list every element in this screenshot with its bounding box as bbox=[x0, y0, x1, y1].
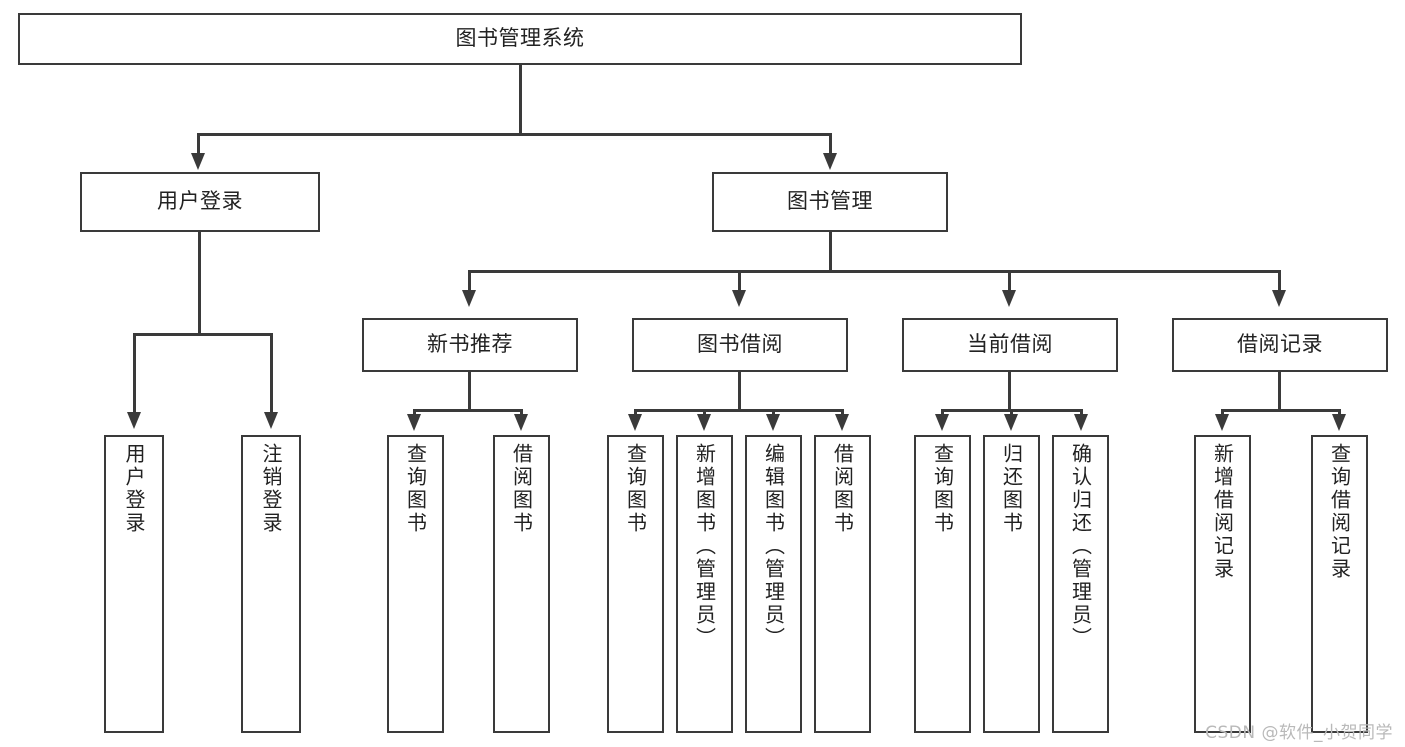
node-user-login[interactable]: 用户登录 bbox=[80, 172, 320, 232]
arrowhead-leaf-edit-book bbox=[766, 414, 780, 431]
node-current-borrow[interactable]: 当前借阅 bbox=[902, 318, 1118, 372]
connector-drop-leaf-logout-login bbox=[270, 333, 273, 415]
node-label: 新书推荐 bbox=[427, 332, 513, 357]
arrowhead-leaf-query-book-2 bbox=[628, 414, 642, 431]
leaf-query-book-1[interactable]: 查询图书 bbox=[387, 435, 444, 733]
arrowhead-leaf-add-record bbox=[1215, 414, 1229, 431]
leaf-confirm-return[interactable]: 确认归还（管理员） bbox=[1052, 435, 1109, 733]
connector-drop-new-book-recommend bbox=[468, 270, 471, 294]
node-label: 图书借阅 bbox=[697, 332, 783, 357]
node-label: 新增图书（管理员） bbox=[692, 443, 717, 650]
arrowhead-current-borrow bbox=[1002, 290, 1016, 307]
connector-root-stem bbox=[519, 65, 522, 135]
node-label: 图书管理系统 bbox=[455, 26, 585, 51]
connector-user-login-stem bbox=[198, 232, 201, 335]
leaf-borrow-book-2[interactable]: 借阅图书 bbox=[814, 435, 871, 733]
arrowhead-leaf-user-login bbox=[127, 412, 141, 429]
leaf-logout-login[interactable]: 注销登录 bbox=[241, 435, 301, 733]
node-book-borrow[interactable]: 图书借阅 bbox=[632, 318, 848, 372]
connector-borrow-record-bus bbox=[1221, 409, 1341, 412]
arrowhead-leaf-logout-login bbox=[264, 412, 278, 429]
connector-drop-leaf-borrow-book-1 bbox=[520, 409, 523, 417]
arrowhead-user-login bbox=[191, 153, 205, 170]
node-book-manage[interactable]: 图书管理 bbox=[712, 172, 948, 232]
connector-drop-leaf-user-login bbox=[133, 333, 136, 415]
node-label: 注销登录 bbox=[259, 443, 283, 535]
connector-level3-bus bbox=[468, 270, 1280, 273]
connector-new-book-recommend-bus bbox=[413, 409, 523, 412]
node-label: 借阅图书 bbox=[830, 443, 855, 535]
connector-drop-leaf-return-book bbox=[1010, 409, 1013, 417]
connector-drop-leaf-add-book bbox=[703, 409, 706, 417]
node-root-system[interactable]: 图书管理系统 bbox=[18, 13, 1022, 65]
node-label: 查询图书 bbox=[930, 443, 955, 535]
node-label: 查询借阅记录 bbox=[1327, 443, 1352, 581]
connector-drop-leaf-borrow-book-2 bbox=[841, 409, 844, 417]
connector-book-borrow-bus bbox=[634, 409, 844, 412]
node-new-book-recommend[interactable]: 新书推荐 bbox=[362, 318, 578, 372]
node-label: 用户登录 bbox=[157, 189, 243, 214]
node-label: 图书管理 bbox=[787, 189, 873, 214]
connector-borrow-record-stem bbox=[1278, 372, 1281, 412]
arrowhead-leaf-borrow-book-2 bbox=[835, 414, 849, 431]
connector-drop-borrow-record bbox=[1278, 270, 1281, 294]
connector-drop-book-borrow bbox=[738, 270, 741, 294]
leaf-query-record[interactable]: 查询借阅记录 bbox=[1311, 435, 1368, 733]
connector-level2-bus bbox=[197, 133, 832, 136]
arrowhead-leaf-confirm-return bbox=[1074, 414, 1088, 431]
leaf-user-login[interactable]: 用户登录 bbox=[104, 435, 164, 733]
connector-book-borrow-stem bbox=[738, 372, 741, 412]
arrowhead-book-manage bbox=[823, 153, 837, 170]
connector-book-manage-stem bbox=[829, 232, 832, 272]
connector-drop-leaf-query-book-3 bbox=[941, 409, 944, 417]
connector-user-login-bus bbox=[133, 333, 273, 336]
node-label: 归还图书 bbox=[999, 443, 1024, 535]
connector-drop-leaf-query-book-1 bbox=[413, 409, 416, 417]
connector-drop-book-manage bbox=[829, 133, 832, 157]
leaf-query-book-3[interactable]: 查询图书 bbox=[914, 435, 971, 733]
leaf-edit-book[interactable]: 编辑图书（管理员） bbox=[745, 435, 802, 733]
connector-drop-current-borrow bbox=[1008, 270, 1011, 294]
leaf-return-book[interactable]: 归还图书 bbox=[983, 435, 1040, 733]
connector-drop-leaf-add-record bbox=[1221, 409, 1224, 417]
leaf-borrow-book-1[interactable]: 借阅图书 bbox=[493, 435, 550, 733]
arrowhead-borrow-record bbox=[1272, 290, 1286, 307]
watermark-text: CSDN @软件_小贺同学 bbox=[1205, 723, 1393, 743]
leaf-add-record[interactable]: 新增借阅记录 bbox=[1194, 435, 1251, 733]
arrowhead-leaf-query-book-3 bbox=[935, 414, 949, 431]
arrowhead-new-book-recommend bbox=[462, 290, 476, 307]
node-label: 确认归还（管理员） bbox=[1068, 443, 1093, 650]
node-label: 查询图书 bbox=[403, 443, 428, 535]
connector-drop-leaf-query-record bbox=[1338, 409, 1341, 417]
node-label: 查询图书 bbox=[623, 443, 648, 535]
leaf-add-book[interactable]: 新增图书（管理员） bbox=[676, 435, 733, 733]
connector-drop-leaf-edit-book bbox=[772, 409, 775, 417]
node-label: 新增借阅记录 bbox=[1210, 443, 1235, 581]
arrowhead-leaf-add-book bbox=[697, 414, 711, 431]
node-label: 借阅记录 bbox=[1237, 332, 1323, 357]
connector-drop-leaf-confirm-return bbox=[1080, 409, 1083, 417]
arrowhead-leaf-return-book bbox=[1004, 414, 1018, 431]
connector-drop-user-login bbox=[197, 133, 200, 157]
connector-drop-leaf-query-book-2 bbox=[634, 409, 637, 417]
node-label: 当前借阅 bbox=[967, 332, 1053, 357]
node-label: 用户登录 bbox=[122, 443, 146, 535]
node-label: 编辑图书（管理员） bbox=[761, 443, 786, 650]
arrowhead-book-borrow bbox=[732, 290, 746, 307]
arrowhead-leaf-borrow-book-1 bbox=[514, 414, 528, 431]
connector-new-book-recommend-stem bbox=[468, 372, 471, 412]
arrowhead-leaf-query-record bbox=[1332, 414, 1346, 431]
node-label: 借阅图书 bbox=[509, 443, 534, 535]
leaf-query-book-2[interactable]: 查询图书 bbox=[607, 435, 664, 733]
connector-current-borrow-stem bbox=[1008, 372, 1011, 412]
node-borrow-record[interactable]: 借阅记录 bbox=[1172, 318, 1388, 372]
arrowhead-leaf-query-book-1 bbox=[407, 414, 421, 431]
